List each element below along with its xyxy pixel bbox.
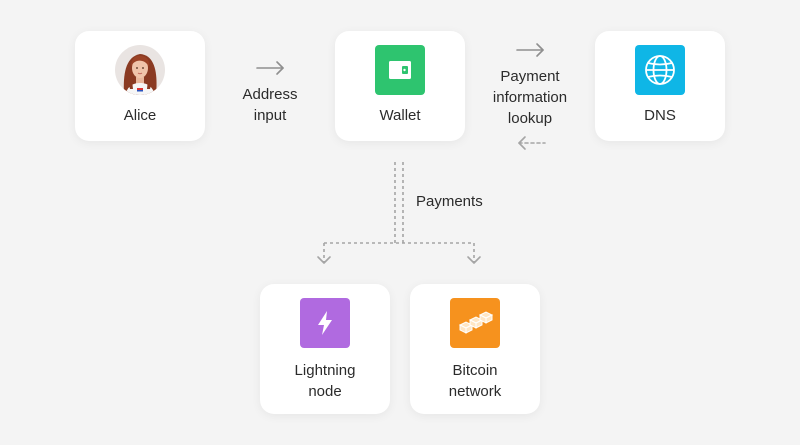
lightning-label-line2: node	[308, 383, 342, 400]
node-lightning[interactable]: Lightning node	[260, 284, 390, 414]
wallet-label: Wallet	[379, 107, 421, 124]
payment-lookup-line2: information	[492, 89, 568, 106]
payment-lookup-line1: Payment	[500, 68, 560, 85]
bitcoin-label-line1: Bitcoin	[452, 362, 498, 379]
arrow-dns-to-wallet-dashed	[518, 136, 546, 150]
edge-label-payments: Payments	[416, 193, 483, 210]
node-bitcoin[interactable]: Bitcoin network	[410, 284, 540, 414]
blocks-icon	[450, 298, 500, 348]
lightning-label-line1: Lightning	[294, 362, 356, 379]
alice-label: Alice	[123, 107, 157, 124]
wallet-icon	[375, 45, 425, 95]
dns-label: DNS	[644, 107, 676, 124]
node-wallet[interactable]: Wallet	[335, 31, 465, 141]
payment-lookup-line3: lookup	[507, 110, 553, 127]
edge-label-payment-lookup: Payment information lookup	[478, 66, 582, 129]
address-input-line1: Address	[242, 86, 298, 103]
globe-icon	[635, 45, 685, 95]
alice-avatar	[115, 45, 165, 95]
node-dns[interactable]: DNS	[595, 31, 725, 141]
bitcoin-label: Bitcoin network	[410, 360, 540, 402]
arrow-wallet-to-dns	[516, 43, 544, 57]
address-input-line2: input	[253, 107, 287, 124]
node-alice[interactable]: Alice	[75, 31, 205, 141]
arrow-alice-to-wallet	[256, 61, 284, 75]
bitcoin-label-line2: network	[448, 383, 502, 400]
lightning-bolt-icon	[300, 298, 350, 348]
payments-branch-lines	[323, 162, 475, 262]
payments-arrowheads	[317, 256, 481, 264]
lightning-label: Lightning node	[260, 360, 390, 402]
edge-label-address-input: Address input	[225, 84, 315, 126]
